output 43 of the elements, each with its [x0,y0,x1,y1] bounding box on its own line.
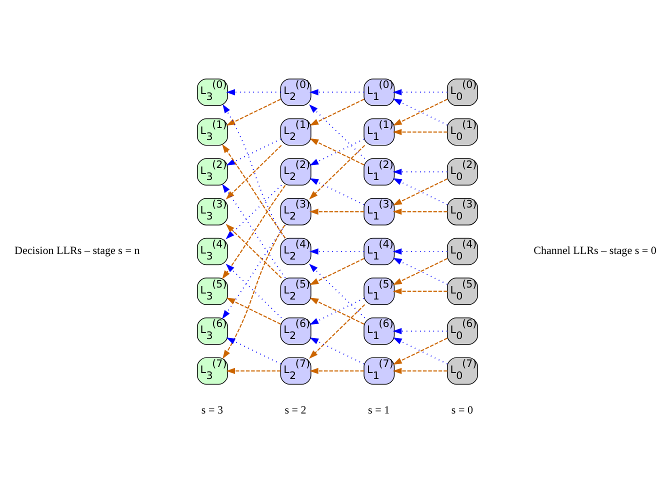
arrow [222,144,286,238]
arrow [309,144,366,199]
arrow [226,98,281,126]
arrow [226,337,281,364]
label: s = 1 [368,404,390,416]
arrow [226,263,282,318]
arrow [226,144,282,199]
arrow [309,263,366,318]
label: Channel LLRs – stage s = 0 [534,244,656,257]
label: s = 3 [201,404,224,416]
arrow [309,88,364,95]
arrow [226,297,281,324]
label: Decision LLRs – stage s = n [14,244,140,257]
arrow [392,288,448,294]
arrow [310,98,364,126]
label: s = 0 [451,404,473,416]
arrow [392,168,448,174]
arrow [222,224,286,358]
arrow [226,184,282,239]
arrow [226,138,281,165]
arrow [222,224,286,319]
arrow [309,367,364,374]
label: s = 2 [284,404,306,416]
arrow [226,88,281,95]
arrow [392,328,448,334]
arrow [309,104,366,158]
arrow [310,337,364,364]
arrow [310,258,364,284]
arrow [392,248,448,254]
arrow [222,104,286,238]
arrow [392,367,448,374]
arrow [226,223,282,278]
arrow [392,128,448,135]
arrow [310,297,364,324]
arrow [309,208,364,214]
arrow [309,248,364,254]
arrow [392,98,448,126]
arrow [310,178,364,205]
arrow [392,178,448,205]
arrow [226,367,281,374]
arrow [392,88,448,95]
arrow [392,208,448,214]
arrow [309,304,366,358]
